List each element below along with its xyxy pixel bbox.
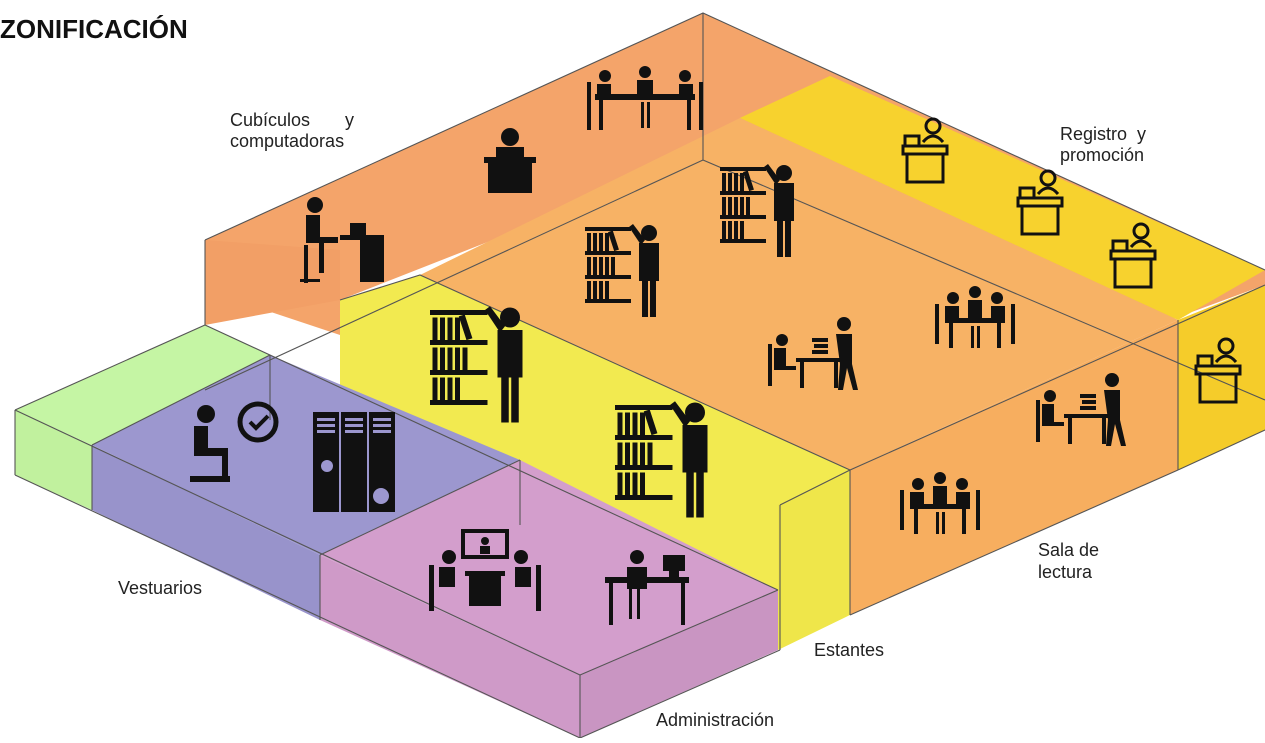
lockers-icon bbox=[313, 412, 395, 512]
computer-user-icon bbox=[300, 197, 384, 283]
meeting-table-icon bbox=[587, 66, 703, 130]
video-conference-icon bbox=[429, 529, 541, 611]
office-desk-icon bbox=[605, 550, 689, 625]
label-cubiculos-line1: Cubículos y bbox=[230, 110, 355, 130]
label-sala-line2: lectura bbox=[1038, 562, 1093, 582]
edge-lines bbox=[14, 12, 1265, 739]
waiting-person-icon bbox=[190, 401, 279, 482]
label-cubiculos-line2: computadoras bbox=[230, 131, 345, 151]
label-sala-line1: Sala de bbox=[1038, 540, 1100, 560]
label-registro-line1: Registro y bbox=[1060, 124, 1147, 144]
page-title: ZONIFICACIÓN bbox=[0, 14, 188, 44]
reader-at-desk-icon bbox=[484, 128, 536, 193]
label-administracion: Administración bbox=[656, 710, 775, 730]
label-estantes: Estantes bbox=[814, 640, 885, 660]
zone-vestuarios bbox=[92, 355, 520, 620]
zone-jardin bbox=[15, 325, 270, 510]
label-registro-line2: promoción bbox=[1060, 145, 1145, 165]
label-vestuarios: Vestuarios bbox=[118, 578, 203, 598]
zone-sala bbox=[420, 118, 1178, 615]
zone-administracion bbox=[320, 460, 778, 738]
